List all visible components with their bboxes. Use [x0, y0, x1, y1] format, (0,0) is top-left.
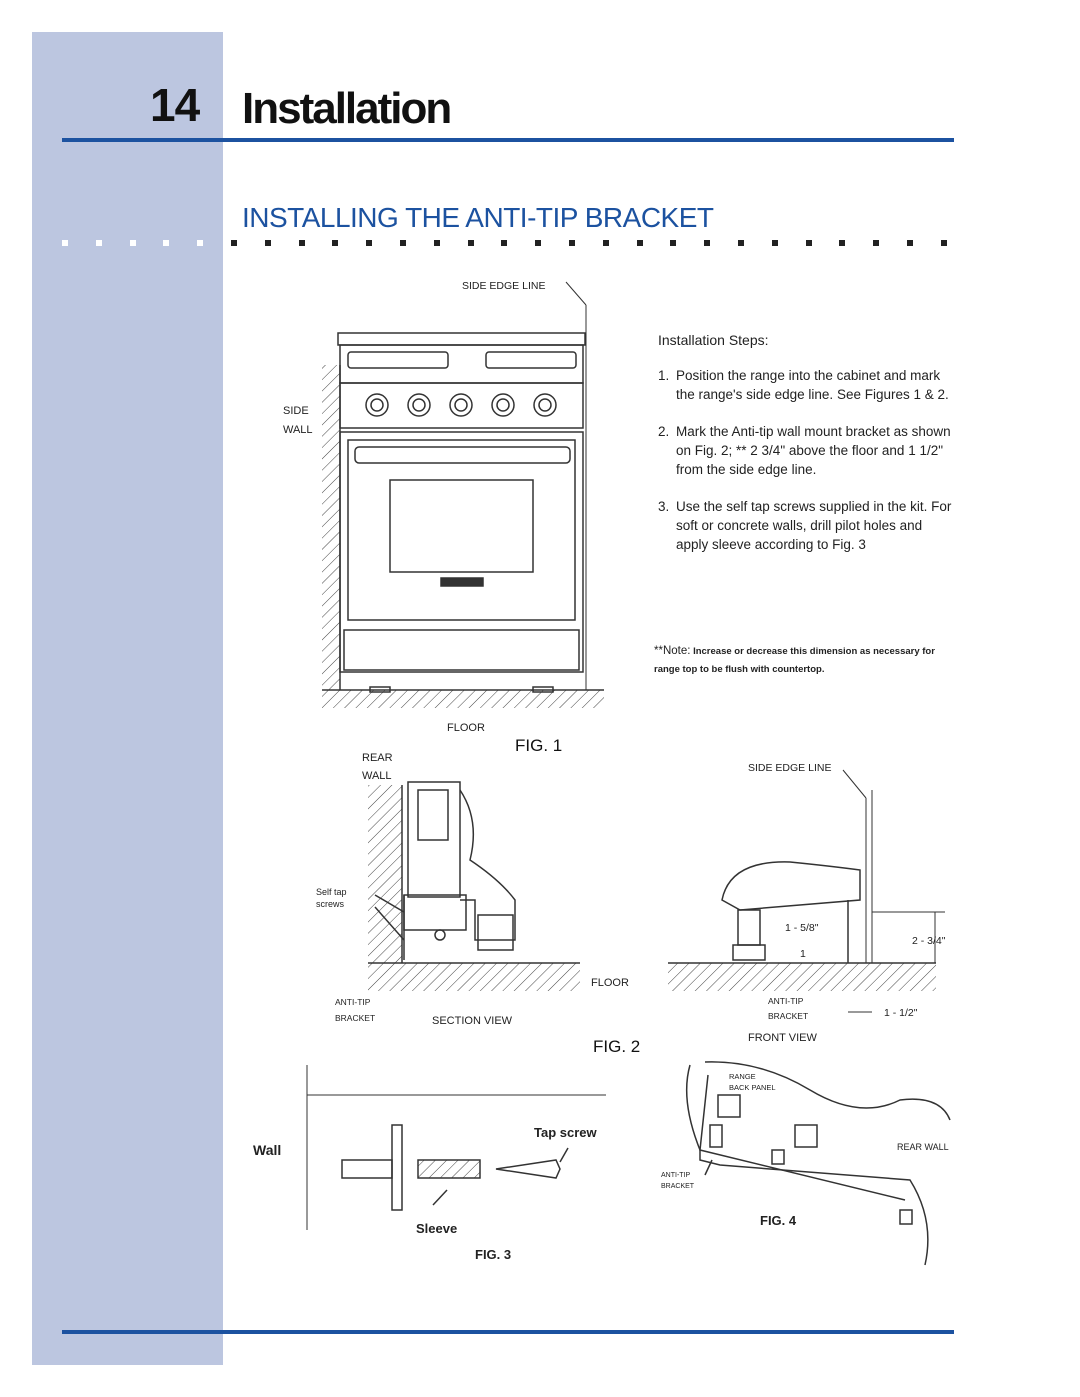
- step-3-text: Use the self tap screws supplied in the …: [676, 499, 952, 552]
- divider-dot: [264, 240, 271, 246]
- section-title: INSTALLING THE ANTI-TIP BRACKET: [242, 202, 714, 233]
- divider-dot: [129, 240, 136, 246]
- fig3-labels: Wall Tap screw Sleeve FIG. 3: [253, 1125, 598, 1262]
- divider-dot: [738, 240, 744, 246]
- fig2-self-tap-label: Self tap: [316, 887, 347, 897]
- fig2-front-view-label: FRONT VIEW: [748, 1032, 817, 1044]
- fig2-front-labels: SIDE EDGE LINE 1 - 5/8" 1 2 - 3/4" 1 - 1…: [593, 762, 946, 1056]
- fig3-tap-screw-label: Tap screw: [534, 1125, 598, 1140]
- step-3-number: 3.: [658, 499, 670, 514]
- divider-dot: [400, 240, 406, 246]
- divider-dot: [467, 240, 474, 246]
- fig2-dim-2-3-4: 2 - 3/4": [912, 935, 946, 947]
- fig4-bracket-label: BRACKET: [661, 1183, 695, 1190]
- fig2-side-edge-line-label: SIDE EDGE LINE: [748, 762, 831, 774]
- divider-dot: [433, 240, 440, 246]
- fig4-labels: RANGE BACK PANEL REAR WALL ANTI-TIP BRAC…: [661, 1072, 949, 1228]
- fig2-section-view-drawing: [368, 781, 580, 991]
- fig2-front-bracket-label: BRACKET: [768, 1011, 808, 1021]
- fig2-front-anti-tip-label: ANTI-TIP: [768, 996, 804, 1006]
- divider-dot: [62, 240, 68, 246]
- fig4-back-panel-label: BACK PANEL: [729, 1083, 776, 1092]
- divider-dot: [873, 240, 880, 246]
- note-label: **Note:: [654, 645, 691, 657]
- divider-dot: [163, 240, 170, 246]
- fig4-anti-tip-label: ANTI-TIP: [661, 1172, 690, 1179]
- fig1-side-label: SIDE: [283, 405, 309, 417]
- fig3-wall-label: Wall: [253, 1142, 281, 1158]
- fig2-dim-1-5-8: 1 - 5/8": [785, 922, 819, 934]
- divider-dot: [940, 240, 947, 246]
- page-number: 14: [150, 79, 200, 131]
- divider-dot: [805, 240, 812, 246]
- fig1-floor-label: FLOOR: [447, 722, 485, 734]
- header-rule: [62, 138, 954, 142]
- fig2-bracket-label: BRACKET: [335, 1013, 375, 1023]
- divider-dot: [771, 240, 778, 246]
- installation-note: **Note: Increase or decrease this dimens…: [654, 642, 954, 679]
- chapter-title: Installation: [242, 84, 452, 133]
- fig2-rear-label: REAR: [362, 752, 393, 764]
- fig1-caption: FIG. 1: [515, 736, 562, 755]
- fig1-labels: SIDE EDGE LINE SIDE WALL FLOOR FIG. 1: [283, 280, 562, 755]
- divider-dot: [535, 240, 542, 246]
- fig1-range-drawing: [322, 281, 604, 708]
- fig2-screws-label: screws: [316, 899, 345, 909]
- step-2-number: 2.: [658, 424, 670, 439]
- fig2-anti-tip-label: ANTI-TIP: [335, 997, 371, 1007]
- divider-dot: [298, 240, 305, 246]
- fig2-wall-label: WALL: [362, 770, 392, 782]
- dotted-divider: [62, 240, 957, 250]
- sidebar-band: [32, 32, 223, 1365]
- fig4-caption: FIG. 4: [760, 1213, 797, 1228]
- divider-dot: [197, 240, 204, 246]
- divider-dot: [95, 240, 102, 246]
- installation-steps: Installation Steps: 1. Position the rang…: [658, 332, 958, 572]
- divider-dot: [907, 240, 913, 246]
- fig4-rear-wall-label: REAR WALL: [897, 1142, 949, 1152]
- fig2-dim-1: 1: [800, 948, 806, 960]
- fig2-section-labels: REAR WALL Self tap screws ANTI-TIP BRACK…: [316, 752, 629, 1027]
- fig1-side-edge-line-label: SIDE EDGE LINE: [462, 280, 545, 292]
- fig2-dim-1-1-2: 1 - 1/2": [884, 1007, 918, 1019]
- step-2: 2. Mark the Anti-tip wall mount bracket …: [658, 422, 958, 479]
- divider-dot: [704, 240, 711, 246]
- divider-dot: [332, 240, 339, 246]
- fig3-sleeve-label: Sleeve: [416, 1221, 457, 1236]
- divider-dot: [839, 240, 846, 246]
- fig2-section-view-label: SECTION VIEW: [432, 1015, 513, 1027]
- steps-heading: Installation Steps:: [658, 332, 769, 348]
- fig3-caption: FIG. 3: [475, 1247, 511, 1262]
- step-1-number: 1.: [658, 368, 670, 383]
- fig2-front-view-drawing: [668, 769, 945, 1013]
- fig2-caption: FIG. 2: [593, 1037, 640, 1056]
- fig4-range-label: RANGE: [729, 1072, 756, 1081]
- fig4-drawing: [685, 1061, 951, 1266]
- step-1-text: Position the range into the cabinet and …: [676, 368, 949, 402]
- step-2-text: Mark the Anti-tip wall mount bracket as …: [676, 424, 951, 477]
- divider-dot: [670, 240, 677, 246]
- divider-dot: [501, 240, 508, 246]
- fig1-wall-label: WALL: [283, 424, 313, 436]
- divider-dot: [636, 240, 643, 246]
- fig3-drawing: [306, 1065, 606, 1230]
- fig2-floor-label: FLOOR: [591, 977, 629, 989]
- step-3: 3. Use the self tap screws supplied in t…: [658, 497, 958, 554]
- step-1: 1. Position the range into the cabinet a…: [658, 366, 958, 404]
- divider-dot: [569, 240, 575, 246]
- note-text: Increase or decrease this dimension as n…: [654, 646, 935, 675]
- footer-rule: [62, 1330, 954, 1334]
- divider-dot: [366, 240, 373, 246]
- divider-dot: [602, 240, 609, 246]
- divider-dot: [231, 240, 237, 246]
